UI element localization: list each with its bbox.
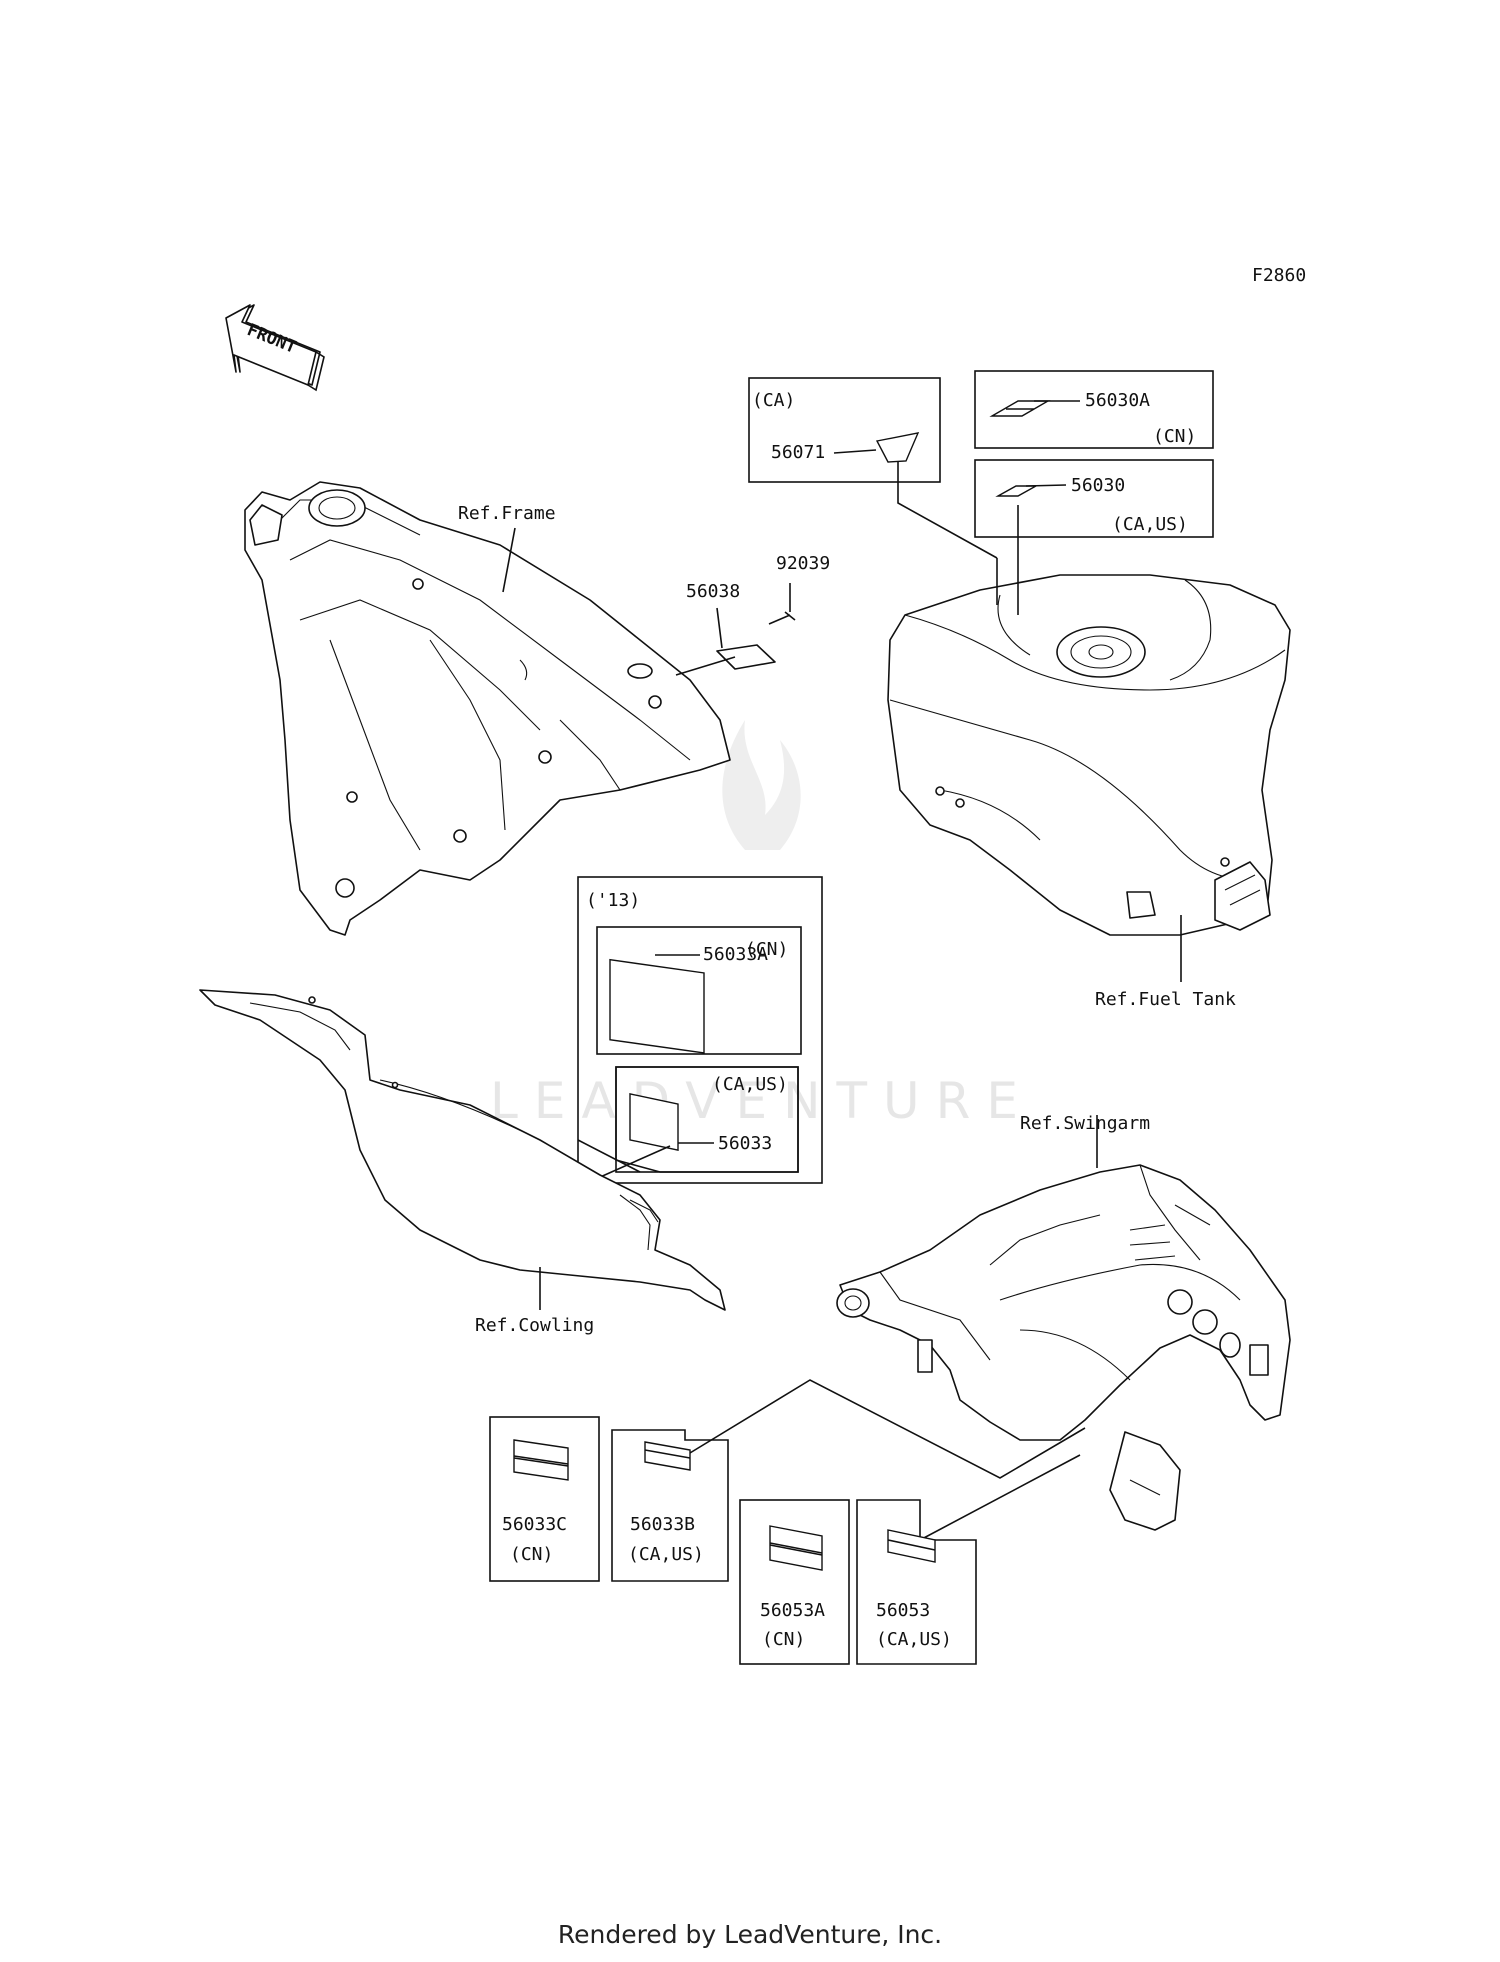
box-year13 xyxy=(577,876,823,1184)
part-56053-label: 56053 xyxy=(876,1600,930,1621)
region-ca-us-56033-label: (CA,US) xyxy=(712,1074,788,1095)
decal-56030-icon xyxy=(995,485,1039,497)
ref-fuel-tank-label: Ref.Fuel Tank xyxy=(1095,989,1236,1010)
ref-swingarm-label: Ref.Swingarm xyxy=(1020,1113,1150,1134)
part-56030A-label: 56030A xyxy=(1085,390,1150,411)
box-56030A xyxy=(974,370,1214,449)
ref-cowling-label: Ref.Cowling xyxy=(475,1315,594,1336)
part-56033C-label: 56033C xyxy=(502,1514,567,1535)
region-ca-us-56053-label: (CA,US) xyxy=(876,1629,952,1650)
region-ca-label: (CA) xyxy=(752,390,795,411)
part-56033-label: 56033 xyxy=(718,1133,772,1154)
part-56030-label: 56030 xyxy=(1071,475,1125,496)
box-56053A xyxy=(739,1499,850,1665)
watermark-flame-icon xyxy=(722,720,801,850)
part-56033A-label: 56033A xyxy=(703,944,768,965)
region-cn-56030A-label: (CN) xyxy=(1153,426,1196,447)
box-56033C xyxy=(489,1416,600,1582)
region-cn-56053A-label: (CN) xyxy=(762,1629,805,1650)
part-56038-92039 xyxy=(675,583,796,676)
part-56033B-label: 56033B xyxy=(630,1514,695,1535)
box-56030 xyxy=(974,459,1214,615)
swingarm-drawing xyxy=(836,1115,1291,1531)
decal-56071-icon xyxy=(875,432,920,463)
decal-56033-icon xyxy=(629,1093,679,1151)
leader-56033B xyxy=(684,1379,1086,1479)
region-ca-us-56033B-label: (CA,US) xyxy=(628,1544,704,1565)
box-56053 xyxy=(856,1499,977,1665)
fuel-tank-drawing xyxy=(887,574,1291,982)
front-arrow-icon: FRONT xyxy=(225,304,325,392)
region-cn-56033C-label: (CN) xyxy=(510,1544,553,1565)
leader-56053 xyxy=(919,1454,1081,1541)
region-year13-label: ('13) xyxy=(586,890,640,911)
decal-56053-icon xyxy=(887,1529,936,1563)
box-56071 xyxy=(748,377,998,605)
box-56033B xyxy=(611,1429,729,1582)
region-ca-us-56030-label: (CA,US) xyxy=(1112,514,1188,535)
decal-56033B-icon xyxy=(644,1441,691,1471)
decal-56033A-icon xyxy=(609,958,705,1054)
cowling-drawing xyxy=(199,989,726,1311)
footer-credit: Rendered by LeadVenture, Inc. xyxy=(558,1920,942,1949)
decal-56038-icon xyxy=(716,644,776,670)
part-56071-label: 56071 xyxy=(771,442,825,463)
diagram-code: F2860 xyxy=(1252,265,1306,286)
frame-drawing xyxy=(244,481,731,936)
ref-frame-label: Ref.Frame xyxy=(458,503,556,524)
part-56053A-label: 56053A xyxy=(760,1600,825,1621)
part-92039-label: 92039 xyxy=(776,553,830,574)
region-cn-56033A-label: (CN) xyxy=(745,939,788,960)
part-56038-label: 56038 xyxy=(686,581,740,602)
